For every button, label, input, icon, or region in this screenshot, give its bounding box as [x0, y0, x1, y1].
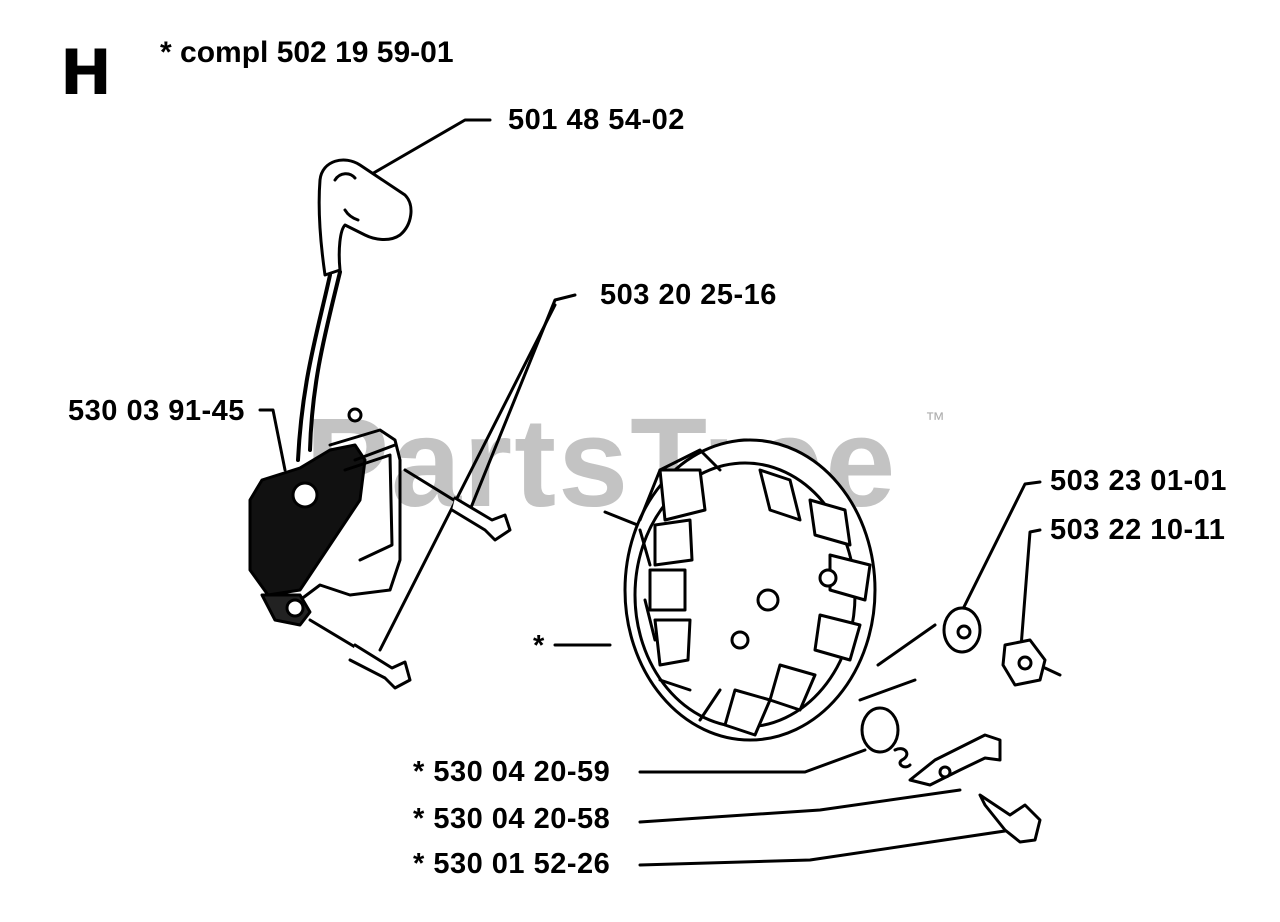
- module-screws-drawing: [308, 468, 512, 690]
- part-label-washer: 503 23 01-01: [1050, 465, 1227, 497]
- pawl-assembly-drawing: [858, 678, 1042, 844]
- part-label-spark-cap: 501 48 54-02: [508, 104, 685, 136]
- part-label-pawl: * 530 04 20-58: [413, 803, 611, 835]
- watermark-trademark: ™: [925, 409, 945, 431]
- assembly-note: * compl 502 19 59-01: [160, 36, 454, 69]
- flywheel-drawing: [623, 438, 877, 742]
- part-label-spring: * 530 04 20-59: [413, 756, 611, 788]
- part-label-screw: 503 20 25-16: [600, 279, 777, 311]
- part-label-nut: 503 22 10-11: [1050, 514, 1226, 546]
- part-label-ignition-module: 530 03 91-45: [68, 395, 245, 427]
- part-label-flywheel: *: [533, 630, 545, 662]
- ignition-module-drawing: [248, 407, 402, 627]
- washer-and-nut-drawing: [942, 606, 1062, 687]
- section-letter: H: [60, 36, 112, 109]
- spark-plug-cap-drawing: [296, 158, 413, 462]
- part-label-pawl-screw: * 530 01 52-26: [413, 848, 611, 880]
- leader-lines: [258, 118, 1042, 867]
